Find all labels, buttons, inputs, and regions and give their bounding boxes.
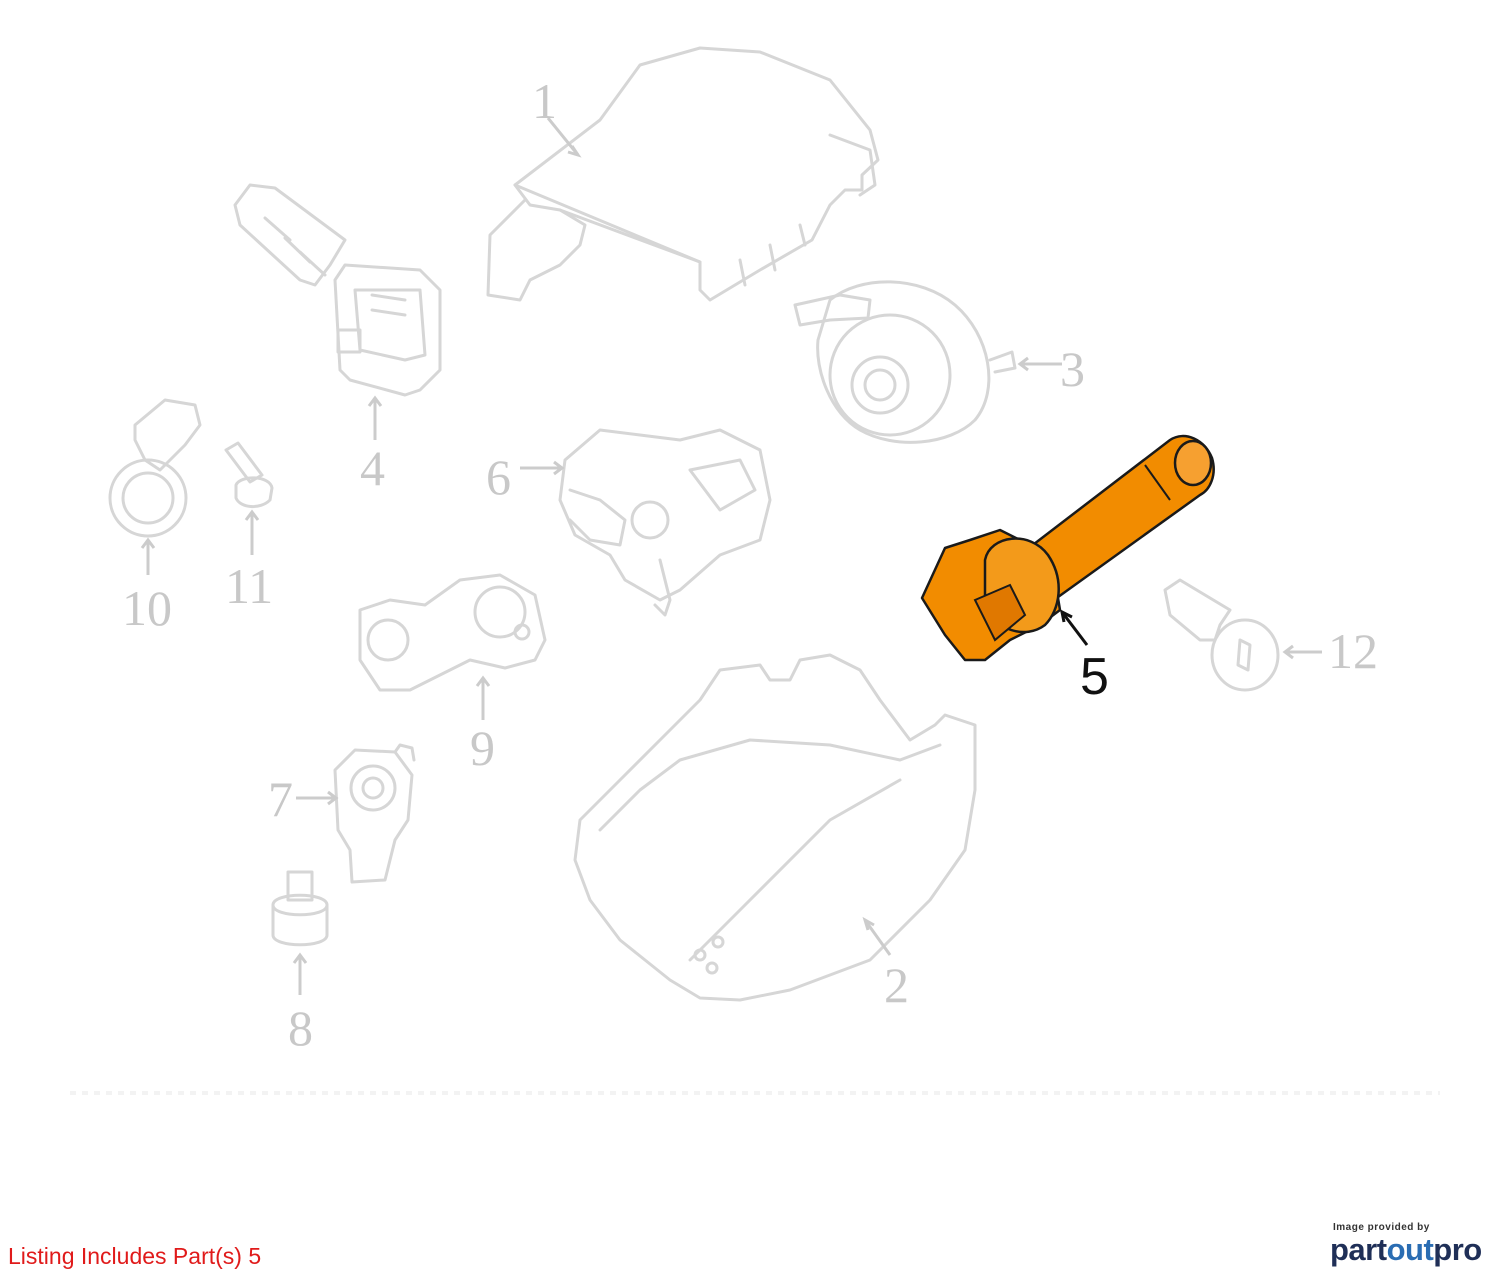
callout-7: 7 — [268, 771, 293, 827]
part-9-ignition-bracket — [358, 573, 547, 692]
callout-12: 12 — [1328, 623, 1378, 679]
callout-5: 5 — [1080, 648, 1109, 706]
logo-out: out — [1386, 1232, 1434, 1267]
callout-11: 11 — [225, 558, 273, 614]
part-10-retainer — [108, 398, 202, 538]
part-7-sensor — [333, 743, 416, 884]
switch-face — [973, 583, 1027, 642]
part-5-turn-signal-switch[interactable] — [920, 434, 1215, 662]
logo-pro: pro — [1433, 1232, 1482, 1267]
callout-10: 10 — [122, 580, 172, 636]
callout-1: 1 — [532, 73, 557, 129]
callout-4: 4 — [360, 440, 385, 496]
part-4-wiper-switch — [233, 183, 442, 397]
callout-labels: 1 2 3 4 5 6 7 8 9 10 11 12 — [122, 73, 1378, 1056]
part-12-lock-cylinder — [1163, 578, 1280, 692]
logo-part: part — [1330, 1232, 1387, 1267]
listing-caption: Listing Includes Part(s) 5 — [8, 1243, 262, 1269]
switch-stalk-tip — [1173, 439, 1213, 487]
part-8-bolt — [271, 870, 329, 947]
logo-tagline: Image provided by — [1333, 1222, 1430, 1233]
part-2-lower-shroud — [573, 653, 977, 1002]
part-1-upper-shroud — [486, 46, 880, 302]
callout-6: 6 — [486, 449, 511, 505]
part-11-bolt — [224, 441, 274, 508]
callout-3: 3 — [1060, 341, 1085, 397]
callout-2: 2 — [884, 957, 909, 1013]
part-6-column-module — [558, 428, 772, 617]
callout-arrows — [140, 117, 1322, 995]
callout-9: 9 — [470, 720, 495, 776]
switch-stalk-band — [1144, 464, 1171, 501]
logo-wordmark: partoutpro — [1330, 1233, 1490, 1267]
callout-8: 8 — [288, 1000, 313, 1056]
partoutpro-logo: Image provided by partoutpro — [1330, 1222, 1490, 1267]
part-3-clock-spring — [793, 280, 1017, 444]
